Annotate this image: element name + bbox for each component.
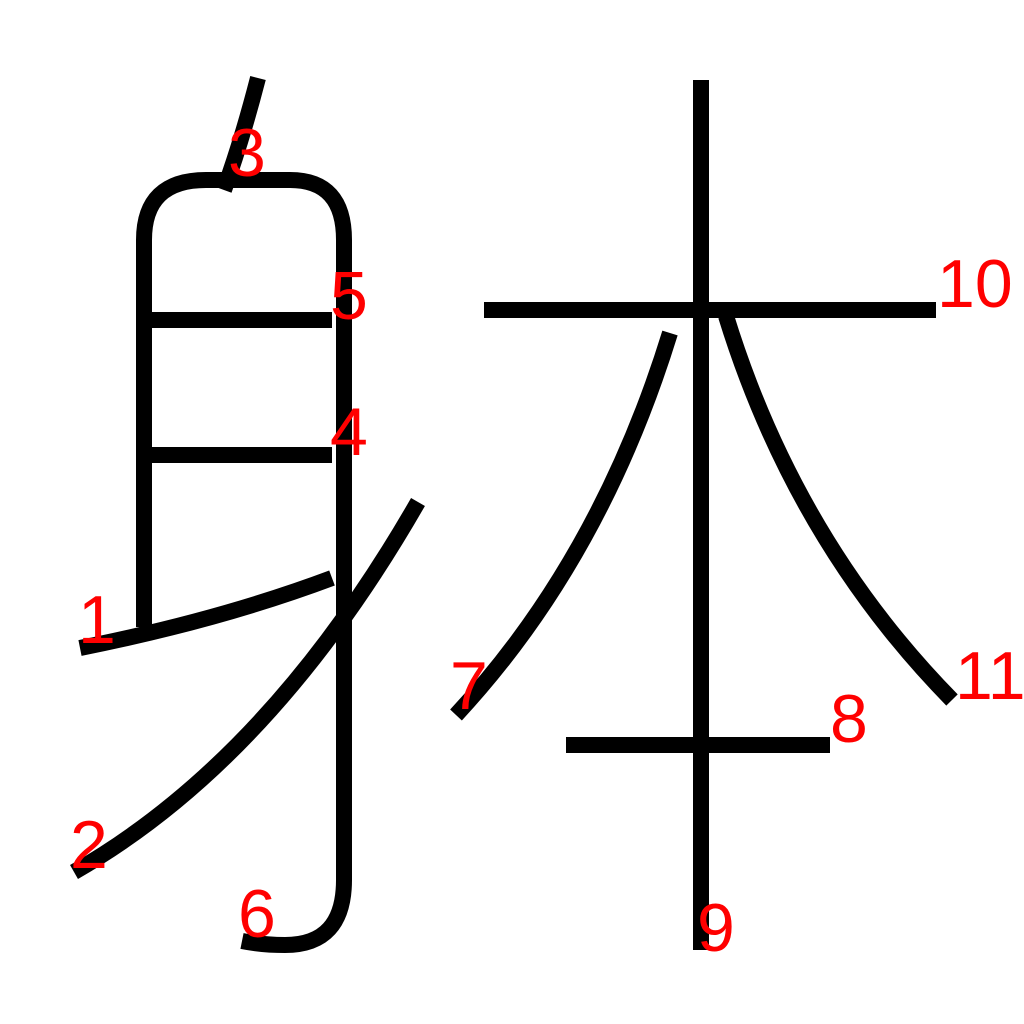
stroke-number-9: 9	[697, 890, 735, 966]
stroke-number-3: 3	[228, 115, 266, 191]
stroke-number-11: 11	[955, 638, 1024, 714]
stroke-number-10: 10	[937, 246, 1013, 322]
stroke-11	[718, 313, 958, 706]
stroke-number-6: 6	[238, 876, 276, 952]
stroke-1	[78, 570, 335, 656]
stroke-number-1: 1	[78, 582, 116, 658]
stroke-number-2: 2	[70, 807, 108, 883]
stroke-2	[70, 498, 425, 879]
stroke-number-8: 8	[830, 681, 868, 757]
stroke-7	[450, 330, 678, 721]
stroke-box-outline	[136, 172, 352, 954]
stroke-number-4: 4	[330, 394, 368, 470]
stroke-number-7: 7	[450, 648, 488, 724]
stroke-number-5: 5	[330, 258, 368, 334]
